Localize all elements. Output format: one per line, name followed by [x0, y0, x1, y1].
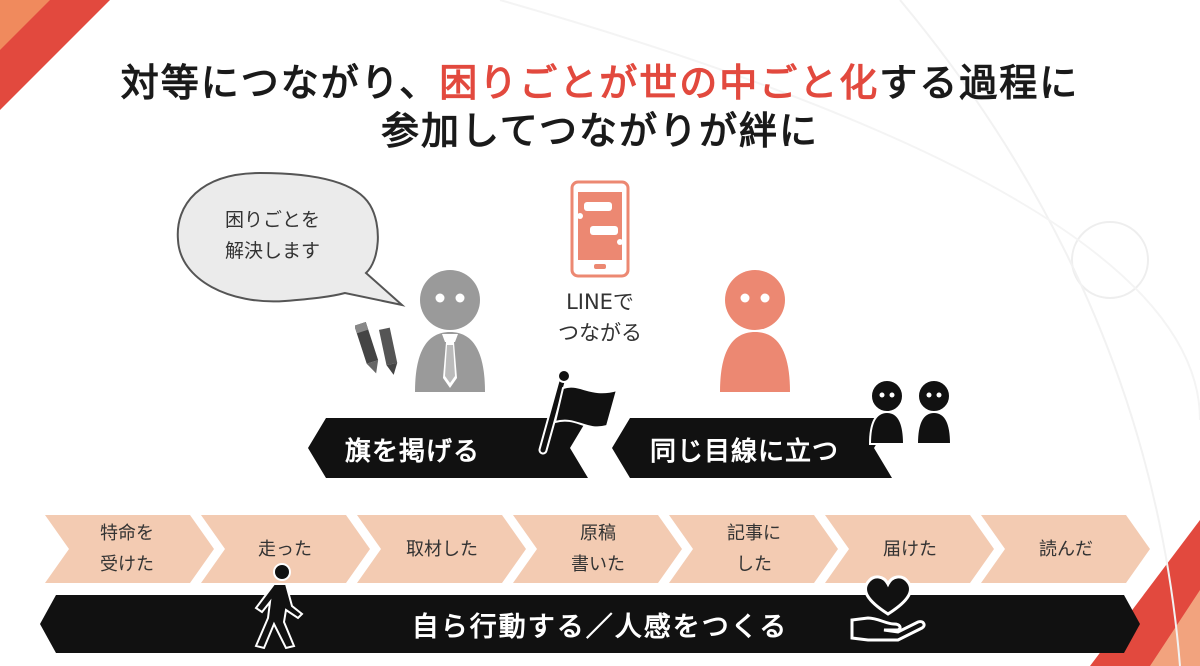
step-arrow-3	[357, 515, 526, 583]
smartphone-icon	[570, 180, 630, 278]
step-label-3: 取材した	[406, 539, 478, 560]
banner-left-text: 旗を掲げる	[345, 437, 481, 467]
two-people-icon	[868, 379, 953, 445]
page-title-line2: 参加してつながりが絆に	[380, 109, 820, 153]
walking-person-icon	[254, 563, 304, 650]
step-arrow-4	[513, 515, 682, 583]
heart-in-hand-icon	[850, 575, 926, 642]
page-title-line1: 対等につながり、困りごとが世の中ごと化する過程に	[120, 61, 1080, 105]
step-label-7: 読んだ	[1039, 539, 1093, 560]
line-caption: LINEで つながる	[558, 290, 642, 345]
step-label-5: 記事にした	[727, 523, 781, 575]
step-arrow-6	[825, 515, 994, 583]
banner-left-shape	[308, 418, 588, 478]
gray-person-icon	[415, 270, 485, 392]
step-arrow-7	[981, 515, 1150, 583]
step-arrow-1	[45, 515, 214, 583]
step-label-6: 届けた	[883, 539, 937, 560]
speech-bubble	[176, 171, 406, 307]
speech-bubble-text: 困りごとを 解決します	[224, 209, 320, 262]
step-arrow-5	[669, 515, 838, 583]
salmon-person-icon	[720, 270, 790, 392]
pencils-icon	[355, 322, 398, 375]
step-label-4: 原稿書いた	[571, 523, 625, 575]
step-label-2: 走った	[258, 539, 312, 560]
banner-right-shape	[612, 418, 892, 478]
step-arrow-2	[201, 515, 370, 583]
banner-right-text: 同じ目線に立つ	[650, 437, 840, 467]
step-label-1: 特命を受けた	[100, 523, 154, 575]
flag-icon	[538, 369, 619, 455]
title-accent-text: 困りごとが世の中ごと化	[439, 61, 880, 105]
bottom-bar-text: 自ら行動する／人感をつくる	[411, 612, 789, 643]
